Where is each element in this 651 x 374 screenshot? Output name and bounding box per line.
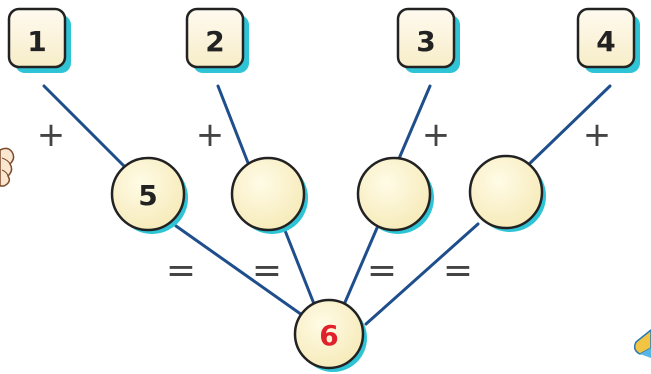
line-box4-circle4: [523, 84, 612, 170]
connector-lines: [42, 84, 612, 326]
equals-sign-3: =: [367, 250, 397, 291]
plus-signs: + + + +: [37, 115, 612, 155]
number-box-1: 1: [7, 7, 71, 73]
number-box-2-label: 2: [205, 25, 224, 58]
number-box-3-label: 3: [416, 25, 435, 58]
plus-sign-3: +: [422, 115, 451, 155]
line-box3-circle3: [393, 84, 432, 170]
line-circle2-result: [282, 226, 320, 316]
sum-circle-1: 5: [110, 156, 188, 234]
sum-circle-3[interactable]: [356, 156, 434, 234]
number-box-1-label: 1: [27, 25, 46, 58]
plus-sign-1: +: [37, 115, 66, 155]
equals-sign-4: =: [443, 250, 473, 291]
sum-circle-4[interactable]: [468, 154, 546, 232]
plus-sign-4: +: [583, 115, 612, 155]
equals-signs: = = = =: [166, 250, 473, 291]
pencil-tip-icon: [633, 329, 651, 358]
line-circle3-result: [338, 226, 379, 316]
equals-sign-2: =: [252, 250, 282, 291]
result-circle: 6: [293, 298, 367, 372]
line-box1-circle1: [42, 84, 128, 170]
number-box-2: 2: [185, 7, 249, 73]
result-circle-label: 6: [319, 319, 338, 352]
line-circle1-result: [174, 224, 314, 324]
number-box-3: 3: [396, 7, 460, 73]
sum-circle-1-label: 5: [138, 179, 157, 212]
equals-sign-1: =: [166, 250, 196, 291]
number-box-4-label: 4: [596, 25, 615, 58]
line-box2-circle2: [216, 84, 252, 170]
sum-circle-2[interactable]: [230, 156, 308, 234]
line-circle4-result: [364, 222, 480, 326]
number-box-4: 4: [576, 7, 640, 73]
pointing-hand-icon: [0, 147, 15, 187]
plus-sign-2: +: [196, 115, 225, 155]
